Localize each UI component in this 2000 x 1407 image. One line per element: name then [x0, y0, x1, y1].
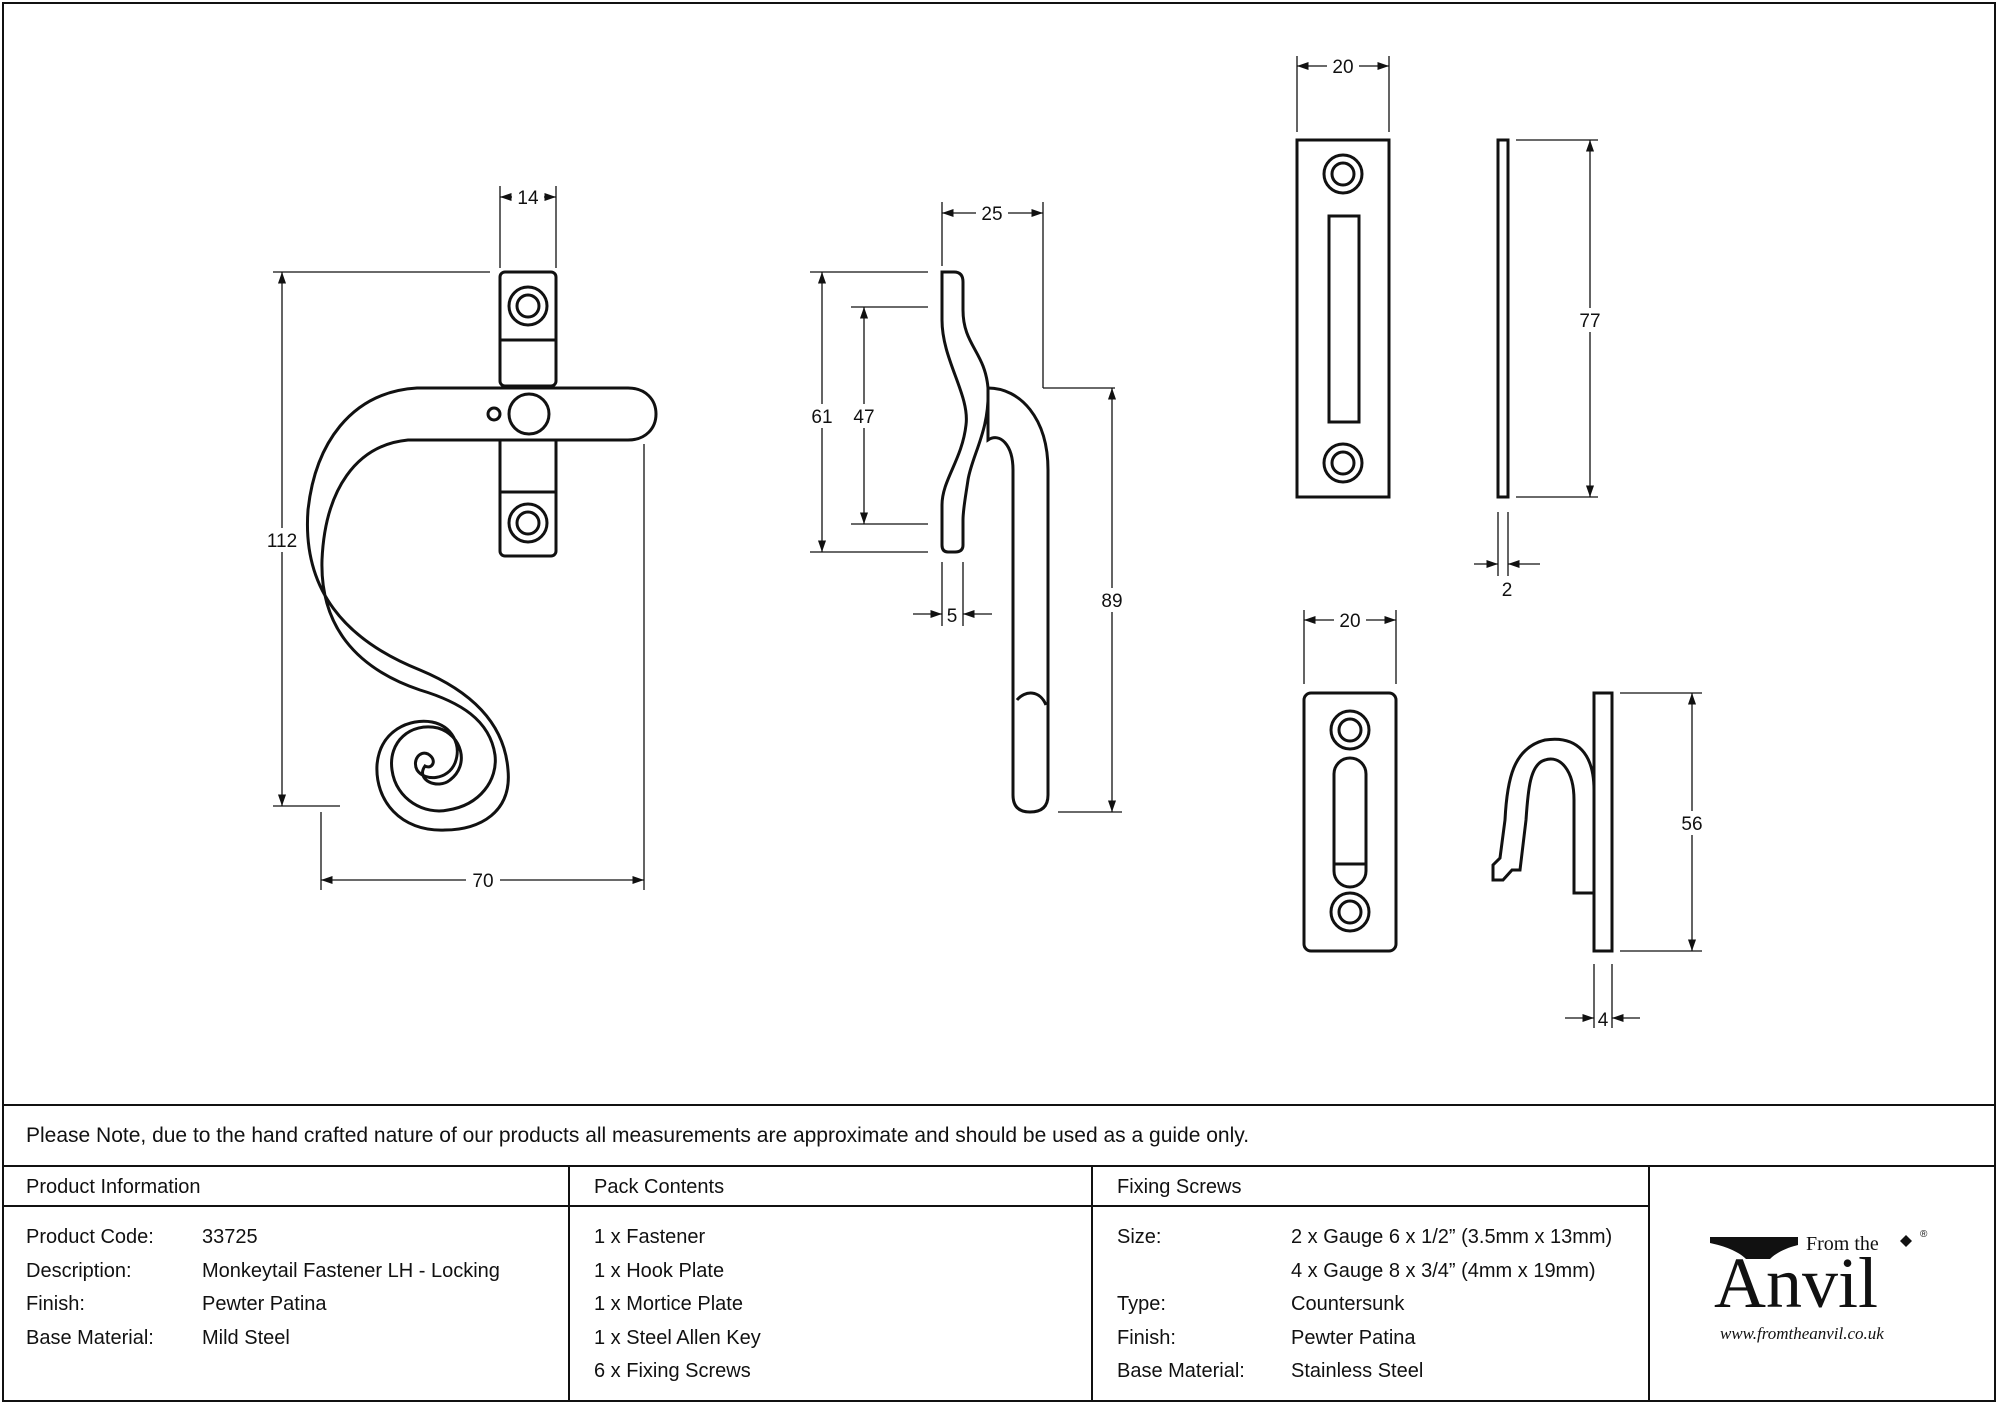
dim-25: 25 [981, 204, 1002, 225]
row-label: Size: [1117, 1226, 1162, 1248]
row-label: Base Material: [26, 1326, 154, 1349]
pack-contents-panel: Pack Contents 1 x Fastener 1 x Hook Plat… [570, 1167, 1093, 1402]
row-label: Type: [1117, 1293, 1166, 1315]
pack-item: 1 x Fastener [594, 1226, 706, 1248]
product-information-panel: Product Information Product Code: 33725 D… [2, 1167, 570, 1402]
row-label: Base Material: [1117, 1360, 1245, 1382]
fixing-screws-panel: Fixing Screws Size: 2 x Gauge 6 x 1/2” (3… [1093, 1167, 1650, 1402]
fastener-side-view: 25 61 47 5 89 [806, 202, 1130, 814]
logo-brand: Anvil [1714, 1243, 1878, 1323]
anvil-icon [1710, 1237, 1798, 1259]
row-value: 33725 [202, 1226, 258, 1248]
screw-type-row: Type: Countersunk [1117, 1288, 1648, 1322]
dim-70: 70 [472, 871, 493, 892]
pack-item: 1 x Steel Allen Key [594, 1326, 761, 1349]
finish-row: Finish: Pewter Patina [26, 1288, 568, 1322]
base-material-row: Base Material: Mild Steel [26, 1322, 568, 1356]
fixing-screws-header: Fixing Screws [1093, 1167, 1648, 1207]
row-label: Description: [26, 1259, 132, 1282]
hook-plate-view: 20 56 4 [1302, 609, 1708, 1031]
dim-hook-20: 20 [1339, 611, 1360, 632]
dim-14: 14 [517, 188, 539, 209]
dim-4: 4 [1598, 1010, 1609, 1031]
dim-89: 89 [1101, 591, 1122, 612]
dim-61: 61 [811, 407, 832, 428]
fastener-front-view: 14 112 70 [262, 186, 658, 892]
dim-47: 47 [853, 407, 874, 428]
pack-item: 6 x Fixing Screws [594, 1360, 751, 1382]
logo-registered: ® [1920, 1229, 1928, 1240]
logo-from-the: From the [1806, 1233, 1879, 1255]
info-tables: Product Information Product Code: 33725 D… [2, 1165, 1996, 1402]
dim-5: 5 [947, 606, 958, 627]
row-value: 4 x Gauge 8 x 3/4” (4mm x 19mm) [1291, 1259, 1596, 1282]
screw-material-row: Base Material: Stainless Steel [1117, 1355, 1648, 1389]
row-value: Monkeytail Fastener LH - Locking [202, 1259, 500, 1282]
row-label: Product Code: [26, 1226, 154, 1248]
row-value: Countersunk [1291, 1293, 1405, 1315]
product-code-row: Product Code: 33725 [26, 1221, 568, 1255]
row-value: Stainless Steel [1291, 1360, 1424, 1382]
from-the-anvil-logo: From the ® Anvil www.fromtheanvil.co.uk [1650, 1167, 1994, 1402]
dim-mortice-20: 20 [1332, 57, 1353, 78]
measurement-note: Please Note, due to the hand crafted nat… [2, 1104, 1996, 1165]
row-label: Finish: [26, 1293, 85, 1315]
row-value: Mild Steel [202, 1326, 290, 1349]
technical-drawing: 14 112 70 25 61 [262, 55, 1708, 1031]
row-value: Pewter Patina [1291, 1326, 1416, 1349]
mortice-plate-view: 20 77 2 [1295, 55, 1606, 601]
screw-size-row-2: 4 x Gauge 8 x 3/4” (4mm x 19mm) [1117, 1255, 1648, 1289]
dim-2: 2 [1502, 580, 1513, 601]
pack-item: 1 x Mortice Plate [594, 1293, 743, 1315]
logo-url: www.fromtheanvil.co.uk [1720, 1324, 1884, 1343]
row-value: 2 x Gauge 6 x 1/2” (3.5mm x 13mm) [1291, 1226, 1613, 1248]
dim-56: 56 [1681, 814, 1702, 835]
description-row: Description: Monkeytail Fastener LH - Loc… [26, 1255, 568, 1289]
row-value: Pewter Patina [202, 1293, 327, 1315]
dim-77: 77 [1579, 311, 1600, 332]
screw-size-row: Size: 2 x Gauge 6 x 1/2” (3.5mm x 13mm) [1117, 1221, 1648, 1255]
pack-item: 1 x Hook Plate [594, 1259, 725, 1282]
pack-contents-header: Pack Contents [570, 1167, 1091, 1207]
dim-112: 112 [267, 531, 297, 552]
screw-finish-row: Finish: Pewter Patina [1117, 1322, 1648, 1356]
diamond-icon [1900, 1235, 1912, 1247]
row-label: Finish: [1117, 1326, 1176, 1349]
product-information-header: Product Information [2, 1167, 568, 1207]
